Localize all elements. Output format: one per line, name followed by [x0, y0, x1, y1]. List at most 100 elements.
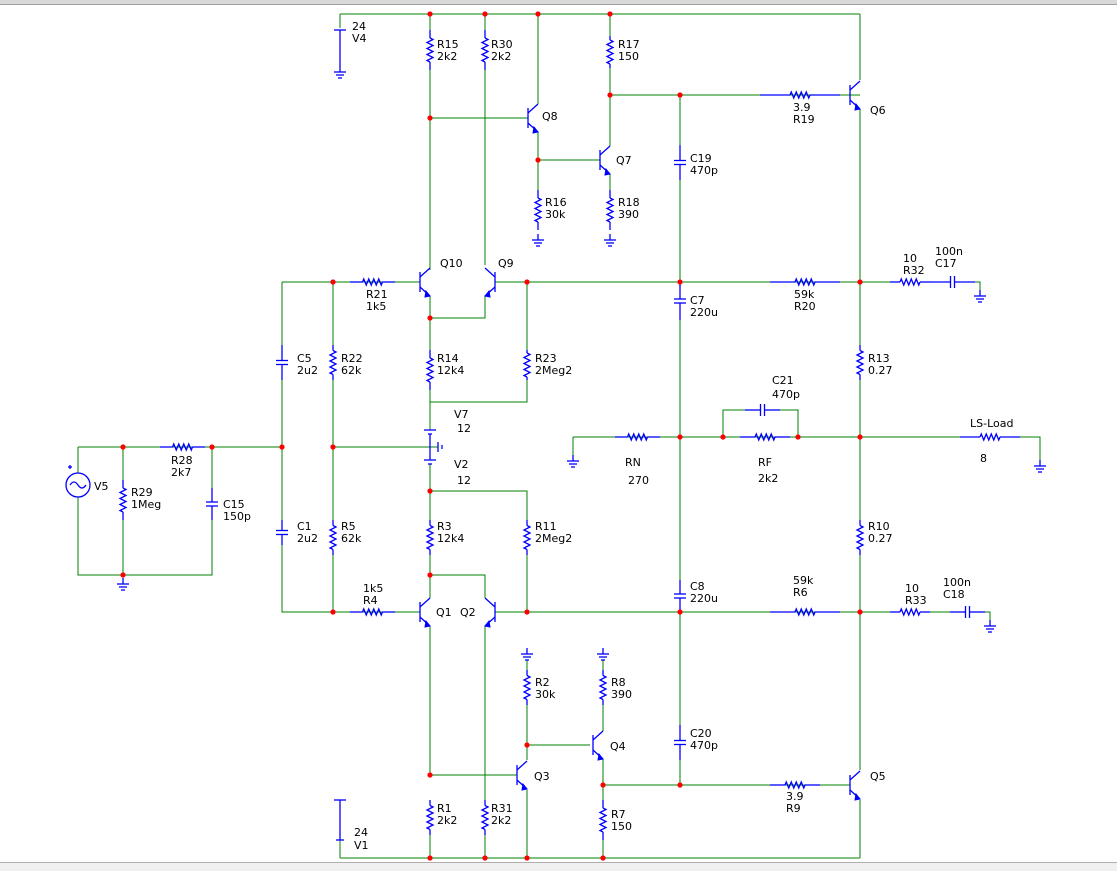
junction-dot: [330, 609, 336, 615]
window-bottom-scrollbar[interactable]: [0, 862, 1117, 871]
q5-ref-label: Q5: [870, 770, 886, 783]
r11-resistor: [522, 520, 532, 555]
r16-resistor: [533, 190, 543, 230]
r14-ref-label: R14: [437, 352, 459, 365]
r22-zigzag: [328, 349, 338, 376]
r2-zigzag: [522, 674, 532, 701]
r3-resistor: [425, 520, 435, 555]
r7-ref-label: R7: [611, 808, 626, 821]
v5-wave: [69, 481, 87, 489]
r18-resistor: [605, 190, 615, 230]
wire: [430, 380, 528, 403]
junction-dot: [677, 279, 683, 285]
v1-ref-label: V1: [354, 839, 369, 852]
r1-resistor: [425, 800, 435, 835]
q1-transistor: [419, 597, 431, 628]
r4-zigzag: [361, 607, 384, 617]
c19-ref-label: C19: [690, 152, 712, 165]
r4-ref-label: R4: [363, 594, 378, 607]
ground-symbol: [604, 234, 616, 247]
q6-arrow: [854, 102, 861, 111]
c18-value-label: 100n: [943, 576, 971, 589]
q9-arrow: [484, 289, 491, 298]
r1-zigzag: [425, 804, 435, 831]
wire: [975, 281, 981, 290]
r15-zigzag: [425, 37, 435, 63]
r23-zigzag: [522, 352, 532, 378]
ground-symbol: [567, 455, 579, 468]
q6-collector: [849, 80, 861, 91]
r9-value-label: 3.9: [786, 790, 804, 803]
r3-zigzag: [425, 524, 435, 551]
wire: [985, 611, 991, 620]
junction-dot: [330, 279, 336, 285]
r33-zigzag: [899, 607, 921, 617]
r11-ref-label: R11: [535, 520, 557, 533]
r4-resistor: [350, 607, 395, 617]
c8-ref-label: C8: [690, 580, 705, 593]
r31-resistor: [480, 800, 490, 835]
r16-zigzag: [533, 197, 543, 223]
rf-value-label: 2k2: [758, 472, 778, 485]
r30-resistor: [480, 30, 490, 70]
wire: [77, 497, 213, 576]
r13-resistor: [855, 345, 865, 380]
wire: [430, 490, 528, 520]
c21-ref-label: C21: [772, 374, 794, 387]
junction-dot: [524, 742, 530, 748]
c15-ref-label: C15: [223, 498, 245, 511]
q2-arrow: [484, 619, 491, 628]
wire: [1020, 436, 1041, 460]
r13-ref-label: R13: [868, 352, 890, 365]
ground-tap: [437, 442, 443, 452]
junction-dot: [427, 572, 433, 578]
r5-value-label: 62k: [341, 532, 362, 545]
r1-ref-label: R1: [437, 802, 452, 815]
wire: [281, 545, 420, 613]
r32-resistor: [890, 277, 930, 287]
r16-ref-label: R16: [545, 196, 567, 209]
c21-value-label: 470p: [772, 388, 800, 401]
q2-transistor: [484, 597, 496, 628]
junction-dot: [677, 609, 683, 615]
junction-dot: [524, 279, 530, 285]
ground-symbol: [117, 578, 129, 591]
r33-value-label: 10: [905, 582, 919, 595]
r21-zigzag: [361, 277, 384, 287]
r19-value-label: 3.9: [793, 101, 811, 114]
c17-ref-label: C17: [935, 257, 957, 270]
junction-dot: [120, 572, 126, 578]
q1-arrow: [424, 619, 431, 628]
r2-resistor: [522, 670, 532, 705]
r10-zigzag: [855, 524, 865, 551]
q5-transistor: [849, 770, 861, 801]
junction-dot: [857, 609, 863, 615]
components: [65, 29, 1046, 841]
c15-value-label: 150p: [223, 510, 251, 523]
junction-dot: [427, 772, 433, 778]
r8-ref-label: R8: [611, 676, 626, 689]
r17-ref-label: R17: [618, 38, 640, 51]
r31-zigzag: [480, 804, 490, 831]
r29-zigzag: [118, 487, 128, 513]
r10-ref-label: R10: [868, 520, 890, 533]
r5-zigzag: [328, 524, 338, 551]
r2-value-label: 30k: [535, 688, 556, 701]
junction-dot: [427, 11, 433, 17]
r21-value-label: 1k5: [366, 300, 386, 313]
wire: [722, 409, 745, 437]
r18-value-label: 390: [618, 208, 639, 221]
c17-capacitor: [930, 276, 975, 288]
q3-collector: [516, 760, 528, 771]
ls-value-label: 8: [980, 452, 987, 465]
junction-dot: [120, 444, 126, 450]
q2-collector: [484, 597, 496, 608]
c17-value-label: 100n: [935, 245, 963, 258]
junction-dot: [857, 279, 863, 285]
r28-resistor: [160, 442, 205, 452]
q5-collector: [849, 770, 861, 781]
r20-value-label: 59k: [794, 288, 815, 301]
c7-ref-label: C7: [690, 294, 705, 307]
r28-ref-label: R28: [171, 454, 193, 467]
